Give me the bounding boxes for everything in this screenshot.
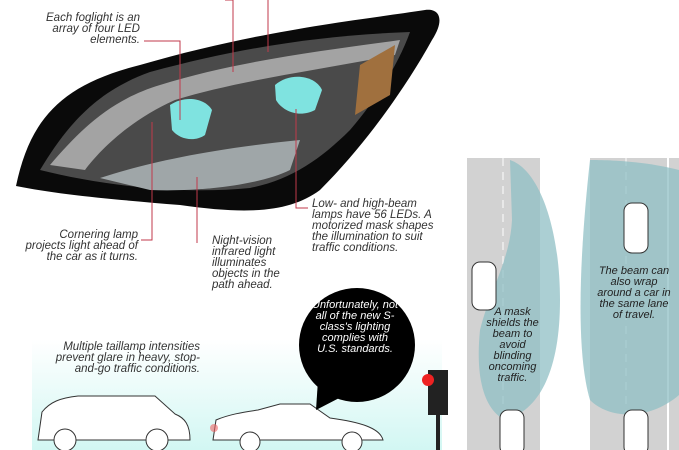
leader-lines (141, 0, 308, 430)
traffic-light (422, 370, 448, 450)
suv-illustration (37, 395, 191, 450)
headlamp-illustration (16, 9, 440, 211)
beam-lamps-callout: Low- and high-beam lamps have 56 LEDs. A… (312, 198, 434, 254)
foglight-callout: Each foglight is an array of four LED el… (46, 12, 140, 46)
cornering-lamp-callout: Cornering lamp projects light ahead of t… (25, 229, 138, 263)
taillamp-callout: Multiple taillamp intensities prevent gl… (55, 341, 200, 375)
night-vision-callout: Night-vision infrared light illuminates … (212, 235, 280, 291)
speech-bubble-text: Unfortunately, not all of the new S-clas… (312, 299, 399, 355)
mask-caption: A mask shields the beam to avoid blindin… (486, 306, 539, 384)
wrap-caption: The beam can also wrap around a car in t… (597, 265, 671, 321)
road-diagram-wrap (580, 158, 679, 450)
road-diagram-mask (465, 158, 560, 450)
sedan-illustration (210, 403, 384, 450)
speech-bubble (299, 288, 415, 410)
